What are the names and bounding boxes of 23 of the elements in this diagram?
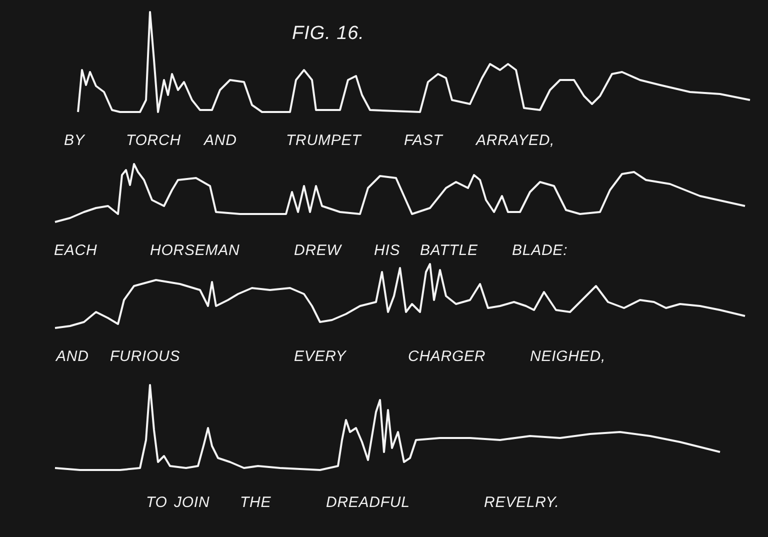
lyric-word: TRUMPET [286,131,362,151]
lyric-word: THE [240,493,272,513]
lyric-word: CHARGER [408,347,486,367]
lyric-word: ARRAYED, [476,131,555,151]
lyric-word: HORSEMAN [150,241,240,261]
lyric-word: REVELRY. [484,493,560,513]
lyric-word: BATTLE [420,241,478,261]
lyric-word: FURIOUS [110,347,180,367]
figure-title: FIG. 16. [292,22,364,46]
lyric-word: JOIN [174,493,210,513]
lyric-word: DREW [294,241,342,261]
lyric-word: NEIGHED, [530,347,606,367]
lyric-word: TORCH [126,131,181,151]
lyric-word: TO [146,493,168,513]
lyric-word: BLADE: [512,241,568,261]
lyric-word: AND [56,347,89,367]
lyric-word: DREADFUL [326,493,410,513]
lyric-word: EVERY [294,347,346,367]
lyric-word: HIS [374,241,400,261]
lyric-word: BY [64,131,85,151]
lyric-word: EACH [54,241,98,261]
lyric-word: AND [204,131,237,151]
lyric-word: FAST [404,131,443,151]
